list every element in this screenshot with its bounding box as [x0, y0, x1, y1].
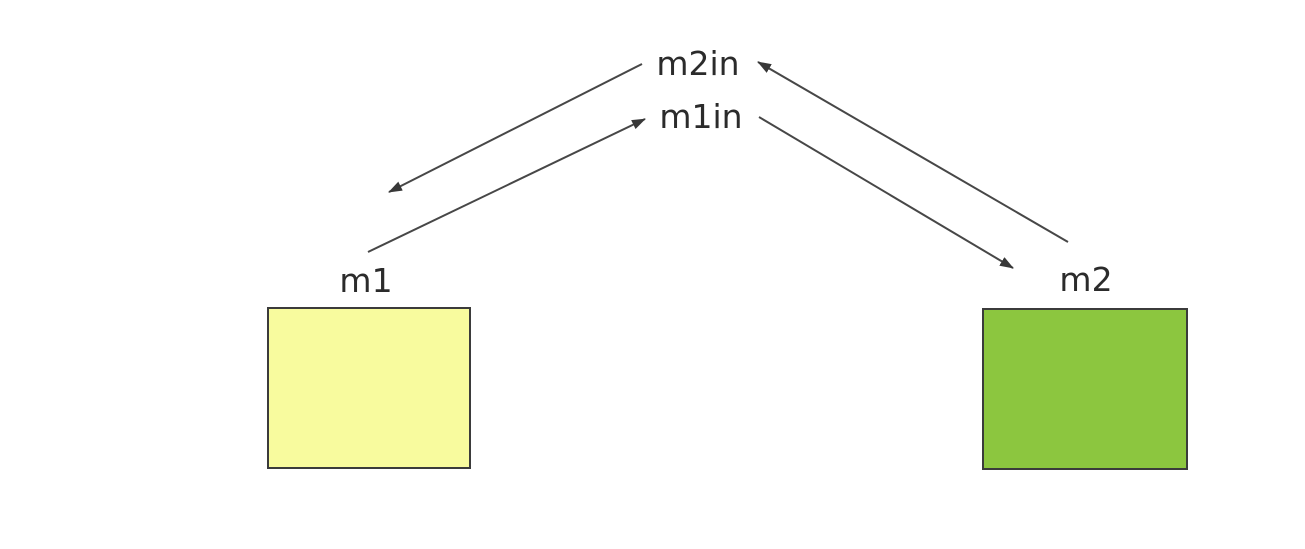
m2-label: m2 — [1059, 260, 1112, 299]
edge-m2in-to-m1 — [388, 63, 643, 193]
edge-m2-to-m2in — [757, 61, 1069, 243]
edge-m1in-to-m2 — [758, 116, 1014, 269]
m2in-label: m2in — [656, 44, 739, 83]
edge-m1-to-m1in — [367, 118, 646, 253]
m1-label: m1 — [339, 261, 392, 300]
m1in-label: m1in — [659, 97, 742, 136]
m1-box — [267, 307, 471, 469]
m2-box — [982, 308, 1188, 470]
